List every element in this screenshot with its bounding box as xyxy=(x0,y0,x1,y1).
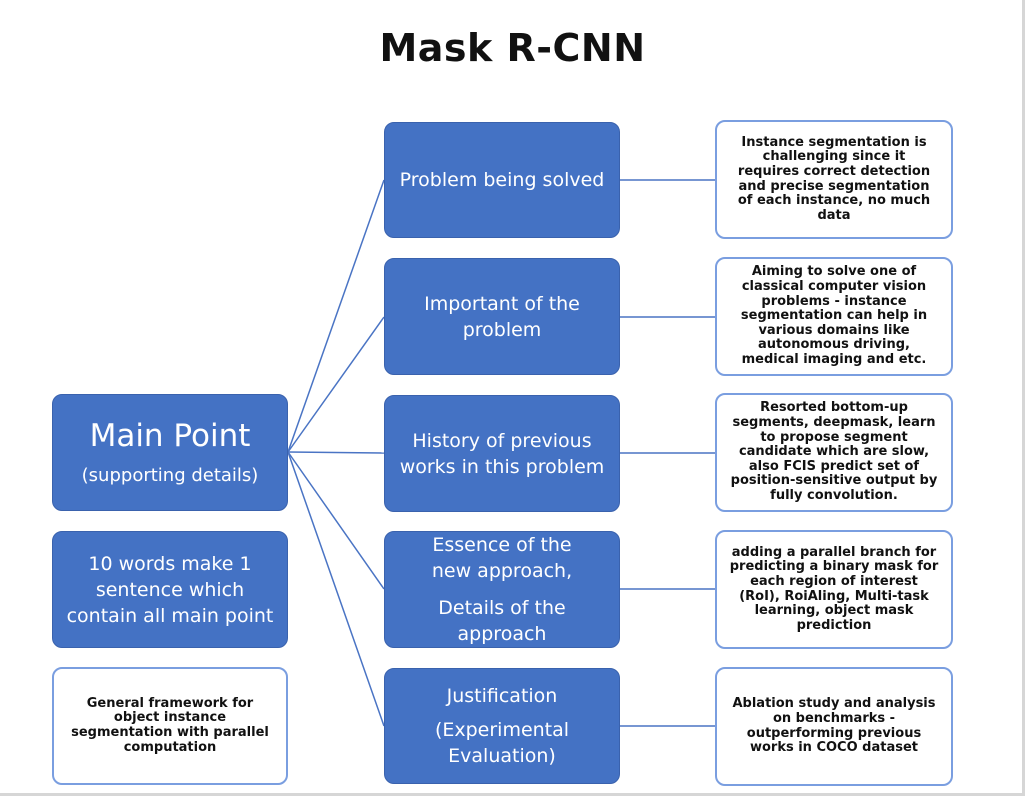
main-point-box: Main Point (supporting details) xyxy=(52,394,288,511)
aspect-justification-sublabel: (Experimental Evaluation) xyxy=(434,719,570,767)
aspect-problem-box: Problem being solved xyxy=(384,122,620,238)
aspect-problem-label: Problem being solved xyxy=(399,169,605,191)
summary-text: 10 words make 1 sentence which contain a… xyxy=(66,552,274,627)
summary-box: 10 words make 1 sentence which contain a… xyxy=(52,531,288,648)
aspect-history-label: History of previous works in this proble… xyxy=(399,429,605,478)
detail-importance-box: Aiming to solve one of classical compute… xyxy=(715,257,953,376)
detail-justification-text: Ablation study and analysis on benchmark… xyxy=(732,696,936,756)
detail-history-text: Resorted bottom-up segments, deepmask, l… xyxy=(730,400,938,503)
detail-problem-box: Instance segmentation is challenging sin… xyxy=(715,120,953,239)
bottom-border xyxy=(0,793,1025,796)
aspect-essence-sublabel: Details of the approach xyxy=(438,597,566,645)
detail-justification-box: Ablation study and analysis on benchmark… xyxy=(715,667,953,786)
connector-main-essence xyxy=(287,451,385,590)
aspect-essence-box: Essence of the new approach, Details of … xyxy=(384,531,620,648)
connector-main-problem xyxy=(287,179,385,453)
connector-main-importance xyxy=(287,316,385,453)
detail-essence-box: adding a parallel branch for predicting … xyxy=(715,530,953,649)
framework-text: General framework for object instance se… xyxy=(71,695,269,755)
aspect-justification-box: Justification (Experimental Evaluation) xyxy=(384,668,620,784)
aspect-importance-box: Important of the problem xyxy=(384,258,620,375)
detail-history-box: Resorted bottom-up segments, deepmask, l… xyxy=(715,393,953,512)
main-point-subtitle: (supporting details) xyxy=(81,464,259,486)
framework-box: General framework for object instance se… xyxy=(52,667,288,785)
right-border xyxy=(1022,0,1025,796)
main-point-title: Main Point xyxy=(89,417,251,454)
detail-problem-text: Instance segmentation is challenging sin… xyxy=(737,134,931,223)
diagram-title: Mask R-CNN xyxy=(379,26,646,70)
detail-importance-text: Aiming to solve one of classical compute… xyxy=(740,264,928,367)
aspect-history-box: History of previous works in this proble… xyxy=(384,395,620,512)
aspect-importance-label: Important of the problem xyxy=(424,292,580,341)
aspect-essence-label: Essence of the new approach, xyxy=(431,534,573,582)
detail-essence-text: adding a parallel branch for predicting … xyxy=(729,544,939,633)
connector-main-justification xyxy=(287,451,385,727)
aspect-justification-label: Justification xyxy=(446,685,558,707)
connector-main-history xyxy=(287,451,385,454)
